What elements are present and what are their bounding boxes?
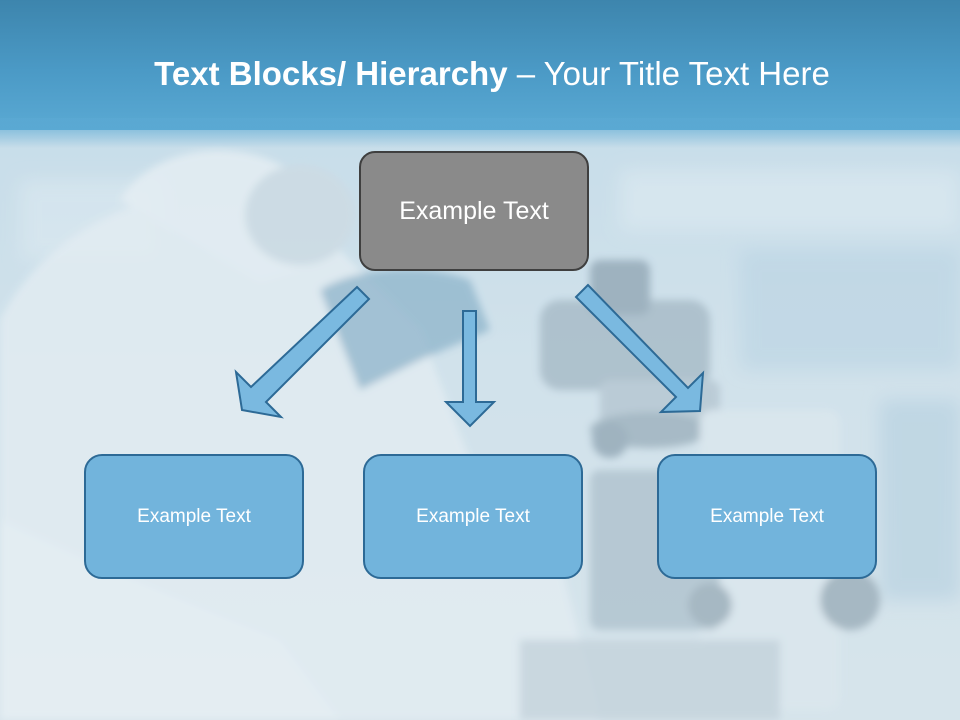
title-bar xyxy=(0,0,960,130)
arrow-to-right-box xyxy=(574,283,705,414)
arrow-to-left-box xyxy=(234,285,371,419)
child-box-right-label: Example Text xyxy=(710,505,824,527)
child-box-left: Example Text xyxy=(84,454,304,579)
child-box-middle: Example Text xyxy=(363,454,583,579)
child-box-right: Example Text xyxy=(657,454,877,579)
top-level-box: Example Text xyxy=(359,151,589,271)
child-box-left-label: Example Text xyxy=(137,505,251,527)
slide-title-rest: – Your Title Text Here xyxy=(507,55,830,92)
slide-title: Text Blocks/ Hierarchy – Your Title Text… xyxy=(0,52,960,96)
slide-title-bold: Text Blocks/ Hierarchy xyxy=(154,55,508,92)
arrow-to-middle-box xyxy=(443,310,497,428)
top-level-box-label: Example Text xyxy=(399,196,549,225)
child-box-middle-label: Example Text xyxy=(416,505,530,527)
title-bar-fade xyxy=(0,118,960,148)
